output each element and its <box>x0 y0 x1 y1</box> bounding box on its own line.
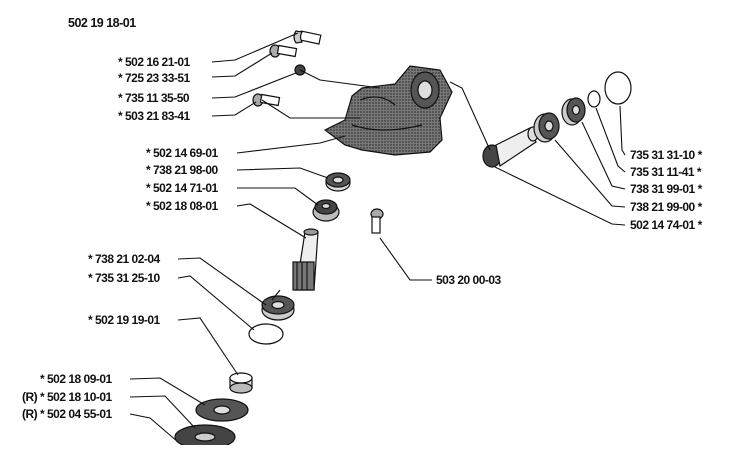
callout-502-18-08-01: * 502 18 08-01 <box>146 199 218 213</box>
callout-502-14-71-01: * 502 14 71-01 <box>146 181 218 195</box>
bearing-part-4 <box>561 97 586 126</box>
snap-ring-part-2 <box>604 71 632 105</box>
leader-lines <box>129 32 626 443</box>
output-shaft-part <box>482 126 539 168</box>
bearing-part-1 <box>325 172 351 192</box>
spacer-part <box>229 372 253 394</box>
screw-part-2 <box>269 44 298 58</box>
screw-part-4 <box>252 93 281 107</box>
callout-502-16-21-01: * 502 16 21-01 <box>118 55 190 69</box>
callout-503-20-00-03: 503 20 00-03 <box>436 273 501 287</box>
assembly-axis-lines <box>261 69 491 301</box>
callout-735-31-31-10: 735 31 31-10 * <box>630 148 702 162</box>
snap-ring-part-1 <box>248 323 284 345</box>
callout-725-23-33-51: * 725 23 33-51 <box>118 71 190 85</box>
callout-738-21-99-00: 738 21 99-00 * <box>630 200 702 214</box>
callout-502-14-69-01: * 502 14 69-01 <box>146 146 218 160</box>
assembly-title: 502 19 18-01 <box>68 16 136 30</box>
callout-738-21-02-04: * 738 21 02-04 <box>88 252 160 266</box>
disc-part <box>174 424 236 450</box>
callout-735-11-35-50: * 735 11 35-50 <box>118 91 190 105</box>
callout-738-21-98-00: * 738 21 98-00 <box>146 163 218 177</box>
callout-502-18-09-01: * 502 18 09-01 <box>40 372 112 386</box>
ring-part <box>587 90 601 108</box>
shaft-part <box>292 228 319 291</box>
gear-housing-part <box>323 65 453 156</box>
callout-502-04-55-01: (R) * 502 04 55-01 <box>22 407 112 421</box>
callout-735-31-25-10: * 735 31 25-10 <box>88 271 160 285</box>
bearing-part-2 <box>261 295 295 321</box>
bearing-part-3 <box>533 112 560 143</box>
callout-502-19-19-01: * 502 19 19-01 <box>88 313 160 327</box>
callout-735-31-11-41: 735 31 11-41 * <box>630 165 702 179</box>
bevel-gear-part <box>312 199 340 222</box>
callout-503-21-83-41: * 503 21 83-41 <box>118 109 190 123</box>
top-screw-part <box>293 30 322 45</box>
washer-part <box>195 398 249 422</box>
side-screw-part <box>370 208 384 234</box>
callout-738-31-99-01: 738 31 99-01 * <box>630 182 702 196</box>
callout-502-18-10-01: (R) * 502 18 10-01 <box>22 390 112 404</box>
callout-502-14-74-01: 502 14 74-01 * <box>630 218 702 232</box>
